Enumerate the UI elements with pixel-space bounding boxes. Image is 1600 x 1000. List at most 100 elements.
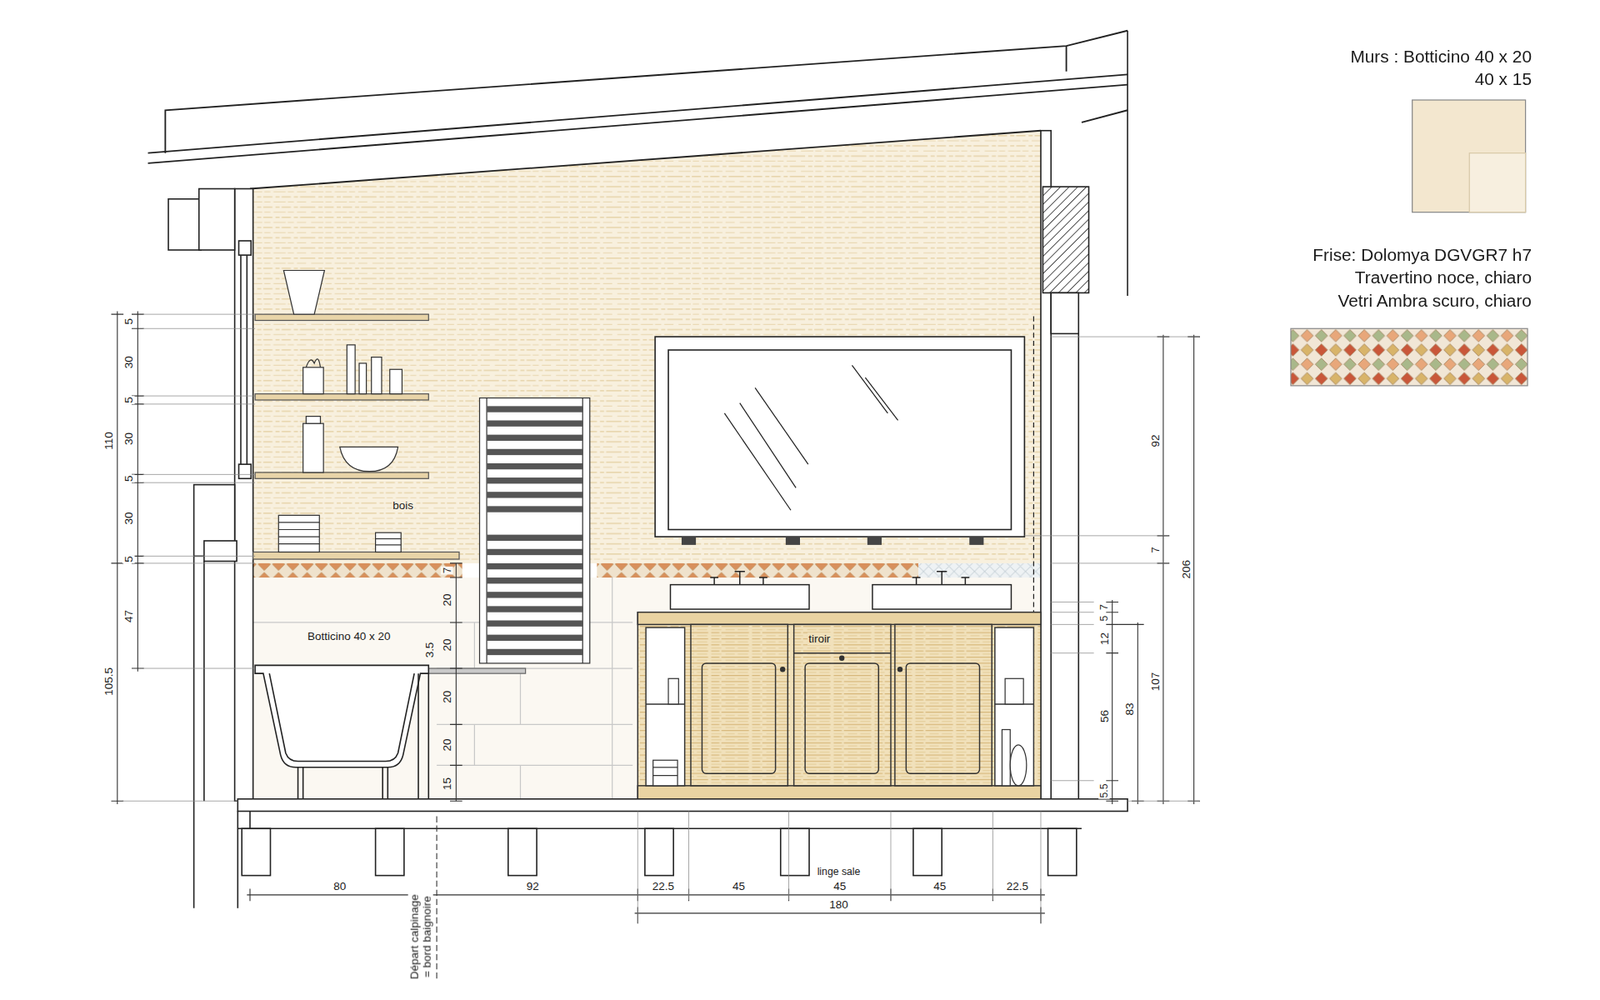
vanity-unit-part-part — [653, 775, 678, 776]
roof-structure-part — [148, 85, 1129, 164]
floor-structure-part — [1048, 828, 1077, 875]
left-wall-part — [239, 240, 252, 255]
dimension-label: 47 — [122, 609, 135, 624]
bathtub-part — [297, 767, 300, 801]
wall-surface-part — [596, 563, 919, 578]
roof-structure-part — [250, 130, 1041, 190]
shelf-objects — [278, 270, 402, 552]
mirror-part-part — [740, 403, 796, 489]
right-wall-part — [1126, 30, 1129, 296]
legend-text: Travertino noce, chiaro — [1354, 269, 1534, 289]
dimension-label: 107 — [1149, 670, 1162, 692]
towel-radiator-part-part — [486, 463, 583, 470]
shelf-objects-part — [278, 535, 320, 537]
floor-structure-part — [508, 828, 537, 875]
material-note: Botticino 40 x 20 — [306, 629, 392, 642]
dimension-label: 92 — [1149, 433, 1162, 448]
mirror-part — [724, 365, 898, 510]
left-wall-part — [239, 464, 252, 479]
dimension-label: 45 — [731, 879, 746, 892]
dimension-label: 30 — [122, 510, 135, 525]
bathtub-part — [255, 665, 429, 767]
mirror-part — [681, 536, 984, 545]
mirror-part-part — [724, 413, 791, 510]
dimension-label: 20 — [440, 637, 454, 652]
wood-shelves — [253, 314, 460, 560]
dimension-lines-part — [1050, 601, 1094, 780]
towel-radiator-part-part — [486, 549, 583, 555]
dimension-label: 12 — [1097, 631, 1110, 646]
wall-surface-part — [253, 577, 1041, 801]
dimension-label: 3.5 — [423, 640, 436, 659]
floor-structure-part — [241, 828, 270, 875]
towel-radiator-part — [480, 398, 590, 664]
tile-grid-part — [474, 622, 475, 669]
vanity-unit-part — [637, 612, 1041, 800]
dimension-label: 45 — [932, 879, 947, 892]
material-note: linge sale — [815, 865, 861, 877]
wood-shelves-part — [255, 394, 429, 400]
dimension-label: 5.5 — [1098, 782, 1110, 799]
towel-radiator-part-part — [486, 505, 583, 512]
shelf-objects-part — [305, 416, 320, 425]
vanity-unit-part — [701, 663, 775, 774]
shelf-objects-part — [283, 270, 325, 315]
bathtub-part — [427, 673, 430, 801]
dimension-label: 7 — [440, 566, 454, 575]
shelf-objects-part — [340, 446, 399, 471]
left-wall-part — [204, 540, 237, 561]
legend-text: Frise: Dolomya DGVGR7 h7 — [1311, 246, 1533, 266]
vanity-unit-part — [653, 678, 1027, 786]
left-wall-part — [168, 199, 201, 250]
dimension-label: 30 — [122, 431, 135, 446]
towel-radiator — [480, 398, 590, 664]
dimension-label: 5 — [1098, 614, 1110, 622]
towel-radiator-part-part — [486, 449, 583, 455]
towel-radiator-part-part — [486, 635, 583, 641]
vanity-unit-part — [794, 652, 891, 654]
left-wall-part — [193, 555, 195, 908]
stone-ledge-part — [428, 668, 525, 674]
mirror-part — [668, 350, 1011, 530]
dimension-lines-part — [1193, 335, 1195, 805]
floor-structure — [237, 799, 1128, 909]
bathtub-part — [381, 767, 384, 801]
stone-ledge — [428, 668, 525, 674]
bathtub-part — [387, 767, 390, 801]
dimension-label: 110 — [101, 430, 115, 451]
legend-text: 40 x 15 — [1473, 70, 1533, 90]
left-wall-part — [203, 560, 205, 801]
dimension-lines — [110, 310, 1200, 980]
bathtub — [255, 665, 429, 801]
wall-surface-part — [253, 563, 463, 578]
vanity-unit-part — [898, 667, 903, 672]
vanity-unit-part — [637, 785, 1041, 800]
shelf-objects-part — [278, 543, 320, 545]
tile-grid-part — [611, 577, 613, 801]
tile-grid-part — [436, 724, 633, 725]
vanity-unit-part — [794, 624, 891, 785]
towel-radiator-part-part — [486, 591, 583, 598]
dimension-label: 206 — [1179, 559, 1192, 580]
vanity-unit-part — [780, 667, 785, 672]
vanity-unit-part — [690, 624, 788, 785]
dimension-label: 5 — [122, 317, 135, 326]
dimension-label: 7 — [1098, 603, 1110, 611]
roof-structure-part — [1065, 45, 1068, 72]
vanity-unit-part — [805, 663, 879, 774]
dimension-label: 22.5 — [1005, 879, 1030, 892]
material-note: bois — [391, 499, 415, 512]
dimension-lines-part — [116, 310, 118, 804]
tile-grid-part — [520, 765, 521, 801]
floor-structure-part — [237, 799, 1128, 812]
right-wall-part — [1077, 333, 1080, 801]
dimension-label: 30 — [122, 355, 135, 370]
dimension-label: 5 — [122, 395, 135, 405]
material-swatches — [1290, 100, 1528, 386]
shelf-objects-part — [305, 359, 320, 368]
towel-radiator-part-part — [486, 477, 583, 484]
dimension-label: 22.5 — [651, 879, 676, 892]
towel-radiator-part — [486, 405, 583, 655]
dimension-lines-part — [1162, 335, 1164, 805]
tile-grid-part — [520, 668, 521, 725]
